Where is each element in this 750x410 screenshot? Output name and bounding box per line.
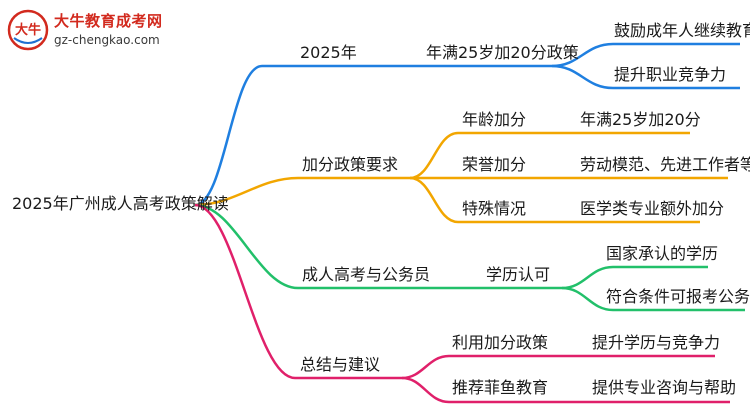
branch4-node1-label: 利用加分政策 — [452, 333, 549, 352]
logo-url: gz-chengkao.com — [54, 33, 160, 47]
connector-node-leaf1 — [561, 265, 708, 290]
connector-node1-leaf2 — [551, 64, 740, 90]
connector-branch2-node1 — [409, 131, 690, 180]
branch2-node3-label: 特殊情况 — [462, 199, 527, 218]
logo-title: 大牛教育成考网 — [54, 12, 163, 30]
branch2-leaf1: 年满25岁加20分 — [580, 110, 701, 129]
branch1-leaf1: 鼓励成年人继续教育 — [614, 21, 750, 40]
branch3-node1-label: 学历认可 — [486, 265, 551, 284]
branch2-node1-label: 年龄加分 — [462, 110, 527, 129]
connector-branch2-node3 — [409, 176, 700, 224]
logo-mark-icon: 大牛 — [7, 9, 49, 51]
connector-node-leaf2 — [561, 286, 745, 312]
connector-branch4-node1 — [401, 354, 715, 380]
branch2-label: 加分政策要求 — [302, 155, 399, 174]
branch4-leaf1: 提升学历与竞争力 — [592, 333, 721, 352]
branch3-label: 成人高考与公务员 — [302, 265, 431, 284]
branch1-leaf2: 提升职业竞争力 — [614, 65, 727, 84]
branch4-node2-label: 推荐菲鱼教育 — [452, 378, 549, 397]
branch4-leaf2: 提供专业咨询与帮助 — [592, 378, 737, 397]
connector-root-branch1 — [194, 64, 395, 207]
branch2-leaf3: 医学类专业额外加分 — [580, 199, 725, 218]
connector-branch4-node2 — [401, 376, 730, 404]
connector-root-branch4 — [194, 203, 402, 380]
connector-root-branch3 — [194, 203, 562, 290]
branch4-label: 总结与建议 — [300, 355, 381, 374]
branch1-node1-label: 年满25岁加20分政策 — [426, 43, 579, 62]
connector-root-branch2 — [194, 176, 410, 207]
branch2-leaf2: 劳动模范、先进工作者等 — [580, 155, 750, 174]
branch3-leaf1: 国家承认的学历 — [606, 244, 719, 263]
root-node: 2025年广州成人高考政策解读 — [12, 194, 229, 213]
branch3-leaf2: 符合条件可报考公务员 — [606, 287, 750, 306]
branch2-node2-label: 荣誉加分 — [462, 155, 527, 174]
site-logo: 大牛 大牛教育成考网 gz-chengkao.com — [6, 8, 176, 52]
branch1-label: 2025年 — [300, 43, 357, 62]
logo-mark-text: 大牛 — [15, 22, 41, 38]
connector-node1-leaf1 — [551, 42, 740, 68]
